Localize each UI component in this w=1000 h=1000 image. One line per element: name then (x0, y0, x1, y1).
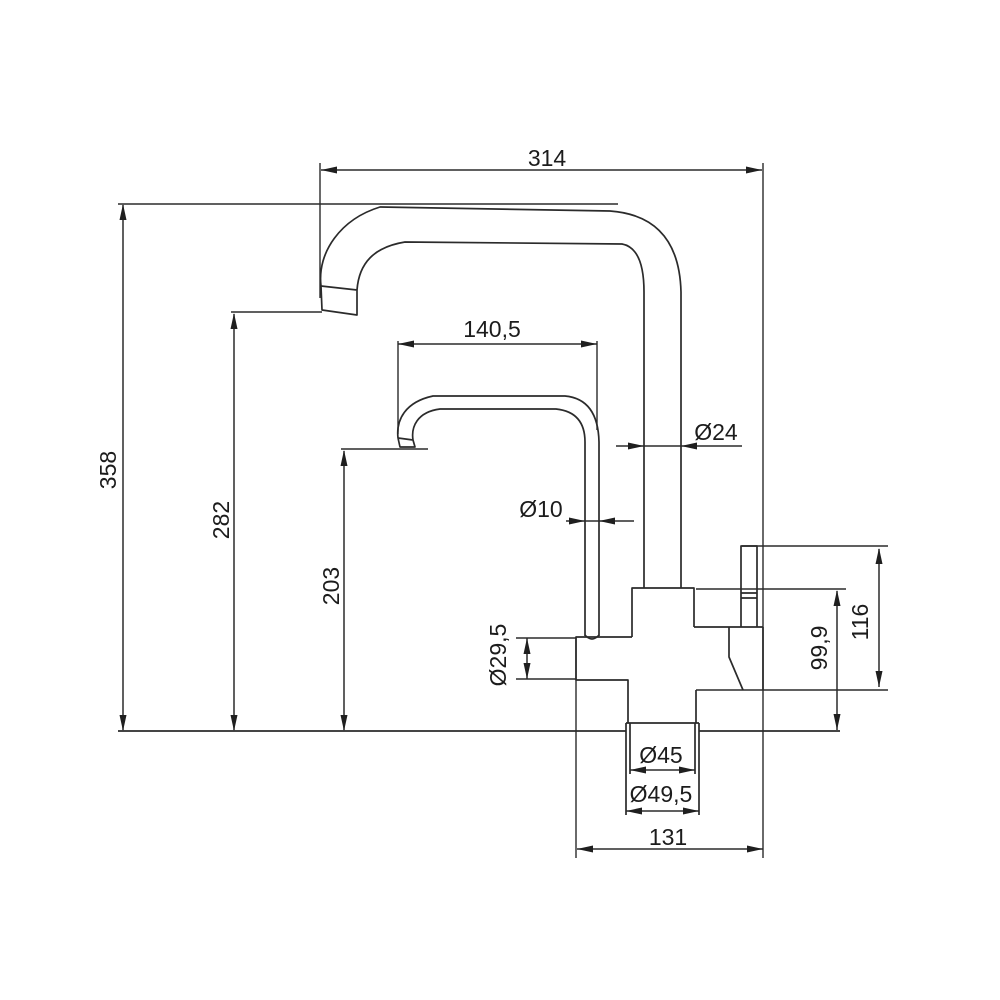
arrow-left-icon (626, 807, 642, 815)
arrow-down-icon (230, 715, 238, 731)
main-spout-outer-profile (319, 206, 682, 588)
main-spout-tip (320, 285, 358, 316)
arrow-down-icon (340, 715, 348, 731)
dimension-body-height: 99,9 (806, 590, 841, 730)
handle-lever-joint (728, 627, 744, 691)
dimension-side-port-diameter: Ø29,5 (485, 624, 531, 687)
arrow-up-icon (340, 450, 348, 466)
dimension-main-spout-outlet-height: 282 (208, 313, 238, 731)
dimension-secondary-spout-outlet-height: 203 (318, 450, 348, 731)
dimension-secondary-pipe-diameter: Ø10 (519, 496, 634, 525)
arrow-down-icon (523, 663, 531, 679)
dim-label-handle-height: 116 (847, 604, 873, 641)
dimension-secondary-spout-reach: 140,5 (398, 316, 597, 348)
extension-lines (118, 163, 888, 858)
arrow-down-icon (833, 714, 841, 730)
dim-label-body-height: 99,9 (806, 626, 832, 671)
arrow-left-icon (398, 340, 414, 348)
secondary-spout-tip (397, 437, 416, 448)
arrow-up-icon (119, 204, 127, 220)
dim-label-main-pipe-diameter: Ø24 (694, 419, 738, 445)
arrow-down-icon (119, 715, 127, 731)
dimension-overall-height: 358 (95, 204, 127, 731)
main-spout-inner-profile (356, 241, 645, 588)
dim-label-overall-width: 314 (528, 145, 567, 171)
dimension-handle-height: 116 (847, 548, 883, 687)
dim-label-base-width: 131 (649, 824, 687, 850)
arrow-right-icon (581, 340, 597, 348)
arrow-right-icon (628, 442, 644, 450)
arrow-up-icon (523, 638, 531, 654)
arrow-right-icon (746, 166, 762, 174)
arrow-left-icon (321, 166, 337, 174)
arrow-right-icon (569, 517, 585, 525)
arrow-up-icon (875, 548, 883, 564)
dimension-overall-width: 314 (321, 145, 762, 174)
arrow-left-icon (630, 766, 646, 774)
dimension-main-pipe-diameter: Ø24 (616, 419, 742, 450)
arrow-left-icon (577, 845, 593, 853)
dim-label-side-port-diameter: Ø29,5 (485, 624, 511, 687)
dim-label-secondary-spout-reach: 140,5 (463, 316, 521, 342)
dim-label-base-inner-diameter: Ø45 (639, 742, 682, 768)
arrow-down-icon (875, 671, 883, 687)
dim-label-secondary-pipe-diameter: Ø10 (519, 496, 562, 522)
arrow-right-icon (683, 807, 699, 815)
dimension-base-inner-diameter: Ø45 (630, 742, 695, 774)
arrow-right-icon (747, 845, 763, 853)
dim-label-secondary-spout-outlet-height: 203 (318, 567, 344, 605)
dim-label-main-spout-outlet-height: 282 (208, 501, 234, 539)
arrow-left-icon (599, 517, 615, 525)
secondary-spout-inner-profile (411, 408, 586, 636)
dim-label-base-outer-diameter: Ø49,5 (630, 781, 693, 807)
dimension-base-outer-diameter: Ø49,5 (626, 781, 699, 815)
base-flange (625, 722, 700, 815)
body-neck (631, 587, 695, 637)
arrow-left-icon (681, 442, 697, 450)
arrow-up-icon (230, 313, 238, 329)
arrow-up-icon (833, 590, 841, 606)
dim-label-overall-height: 358 (95, 451, 121, 489)
arrow-right-icon (679, 766, 695, 774)
handle-stick-band (741, 592, 757, 599)
dimension-base-width: 131 (577, 824, 763, 853)
